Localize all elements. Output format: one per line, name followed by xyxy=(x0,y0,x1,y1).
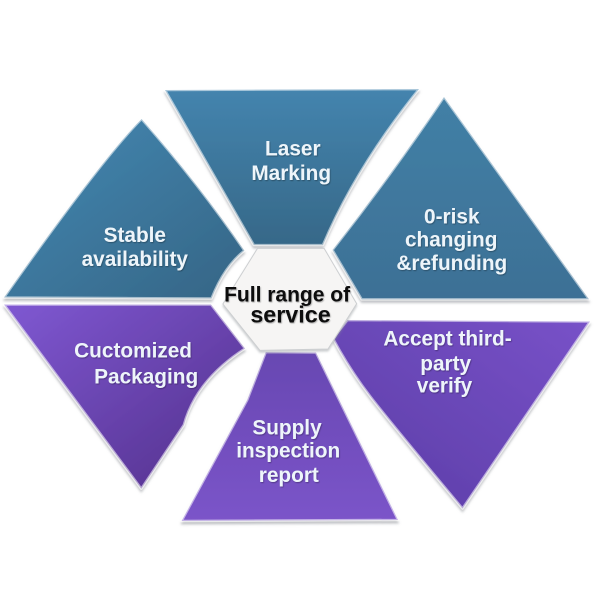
svg-text:&refunding: &refunding xyxy=(396,252,507,275)
svg-text:availability: availability xyxy=(82,248,189,271)
svg-text:report: report xyxy=(259,464,319,487)
svg-text:Cuctomized: Cuctomized xyxy=(74,339,192,362)
svg-text:changing: changing xyxy=(405,229,497,252)
svg-text:Full range of: Full range of xyxy=(224,283,351,306)
svg-text:Marking: Marking xyxy=(251,162,331,185)
svg-text:Supply: Supply xyxy=(252,417,322,440)
svg-text:Packaging: Packaging xyxy=(94,366,198,389)
svg-text:Stable: Stable xyxy=(104,224,166,247)
svg-text:Accept third-: Accept third- xyxy=(383,327,511,350)
svg-text:party: party xyxy=(420,352,471,375)
svg-text:inspection: inspection xyxy=(236,440,340,463)
svg-text:verify: verify xyxy=(417,375,473,398)
svg-text:0-risk: 0-risk xyxy=(424,205,480,228)
svg-text:Laser: Laser xyxy=(265,137,321,160)
svg-text:service: service xyxy=(250,301,330,327)
